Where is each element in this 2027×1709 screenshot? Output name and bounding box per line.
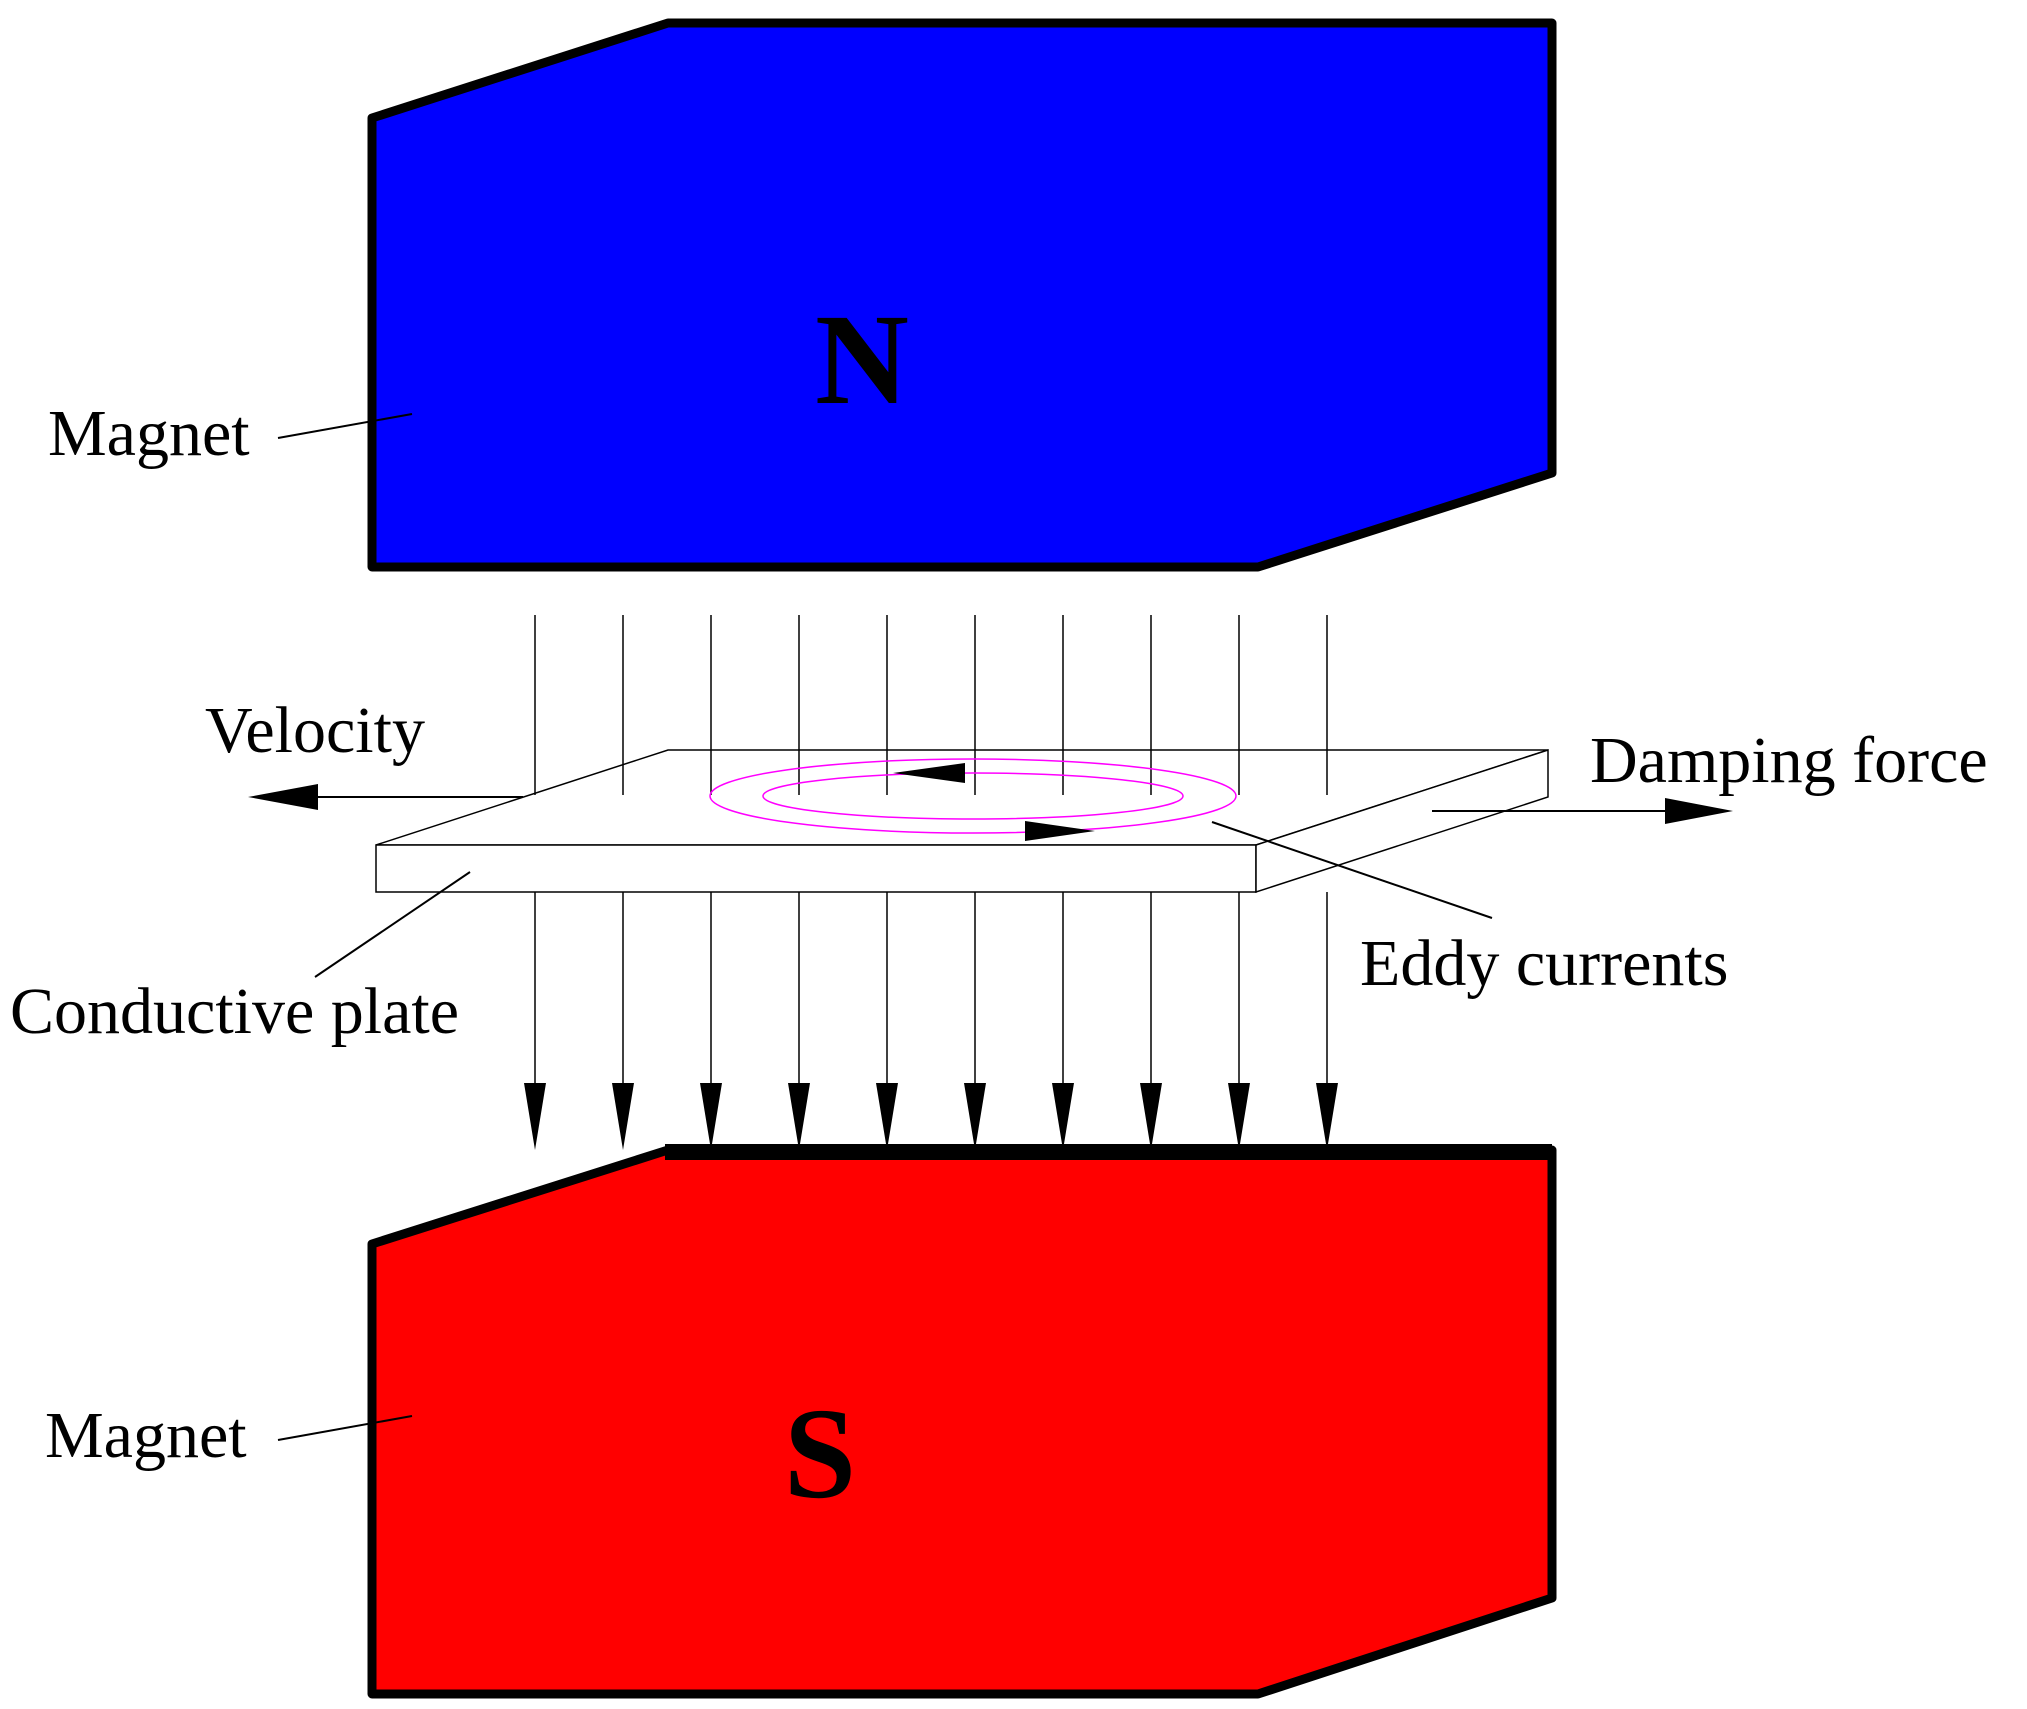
magnet-top-leader [277, 413, 413, 439]
field-arrow-head-3 [700, 1083, 722, 1150]
magnet-top-label: Magnet [48, 397, 250, 470]
field-lines-over-plate [534, 615, 1328, 795]
plate-front-face [375, 844, 1257, 893]
magnetic-field-lines [524, 892, 1338, 1150]
eddy-currents-label: Eddy currents [1360, 927, 1728, 1000]
conductive-plate-label: Conductive plate [10, 975, 459, 1048]
north-pole-label: N [815, 288, 909, 432]
magnet-bottom-label: Magnet [45, 1399, 247, 1472]
eddy-loop-outer [709, 758, 1237, 834]
north-magnet [367, 18, 1557, 572]
field-arrow-head-6 [964, 1083, 986, 1150]
eddy-currents-leader [1211, 821, 1493, 919]
eddy-loop-inner [762, 772, 1184, 820]
velocity-label: Velocity [205, 694, 425, 767]
eddy-arrow-right [1025, 821, 1095, 841]
field-arrow-head-4 [788, 1083, 810, 1150]
damping-force-label: Damping force [1590, 724, 1988, 797]
damping-force-arrow-head [1665, 798, 1733, 824]
magnet-bottom-leader [277, 1415, 413, 1441]
conductive-plate-leader [314, 871, 471, 978]
south-pole-label: S [784, 1382, 856, 1526]
field-arrow-head-1 [524, 1083, 546, 1150]
eddy-current-loops [709, 758, 1237, 841]
field-arrow-head-2 [612, 1083, 634, 1150]
eddy-arrow-left [893, 763, 965, 783]
field-arrow-head-7 [1052, 1083, 1074, 1150]
plate-side-face [1255, 748, 1549, 894]
field-arrow-head-10 [1316, 1083, 1338, 1150]
field-arrow-head-8 [1140, 1083, 1162, 1150]
velocity-arrow-head [248, 784, 318, 810]
south-magnet [367, 1145, 1557, 1699]
conductive-plate [375, 748, 1549, 894]
field-arrow-head-5 [876, 1083, 898, 1150]
field-arrow-head-9 [1228, 1083, 1250, 1150]
